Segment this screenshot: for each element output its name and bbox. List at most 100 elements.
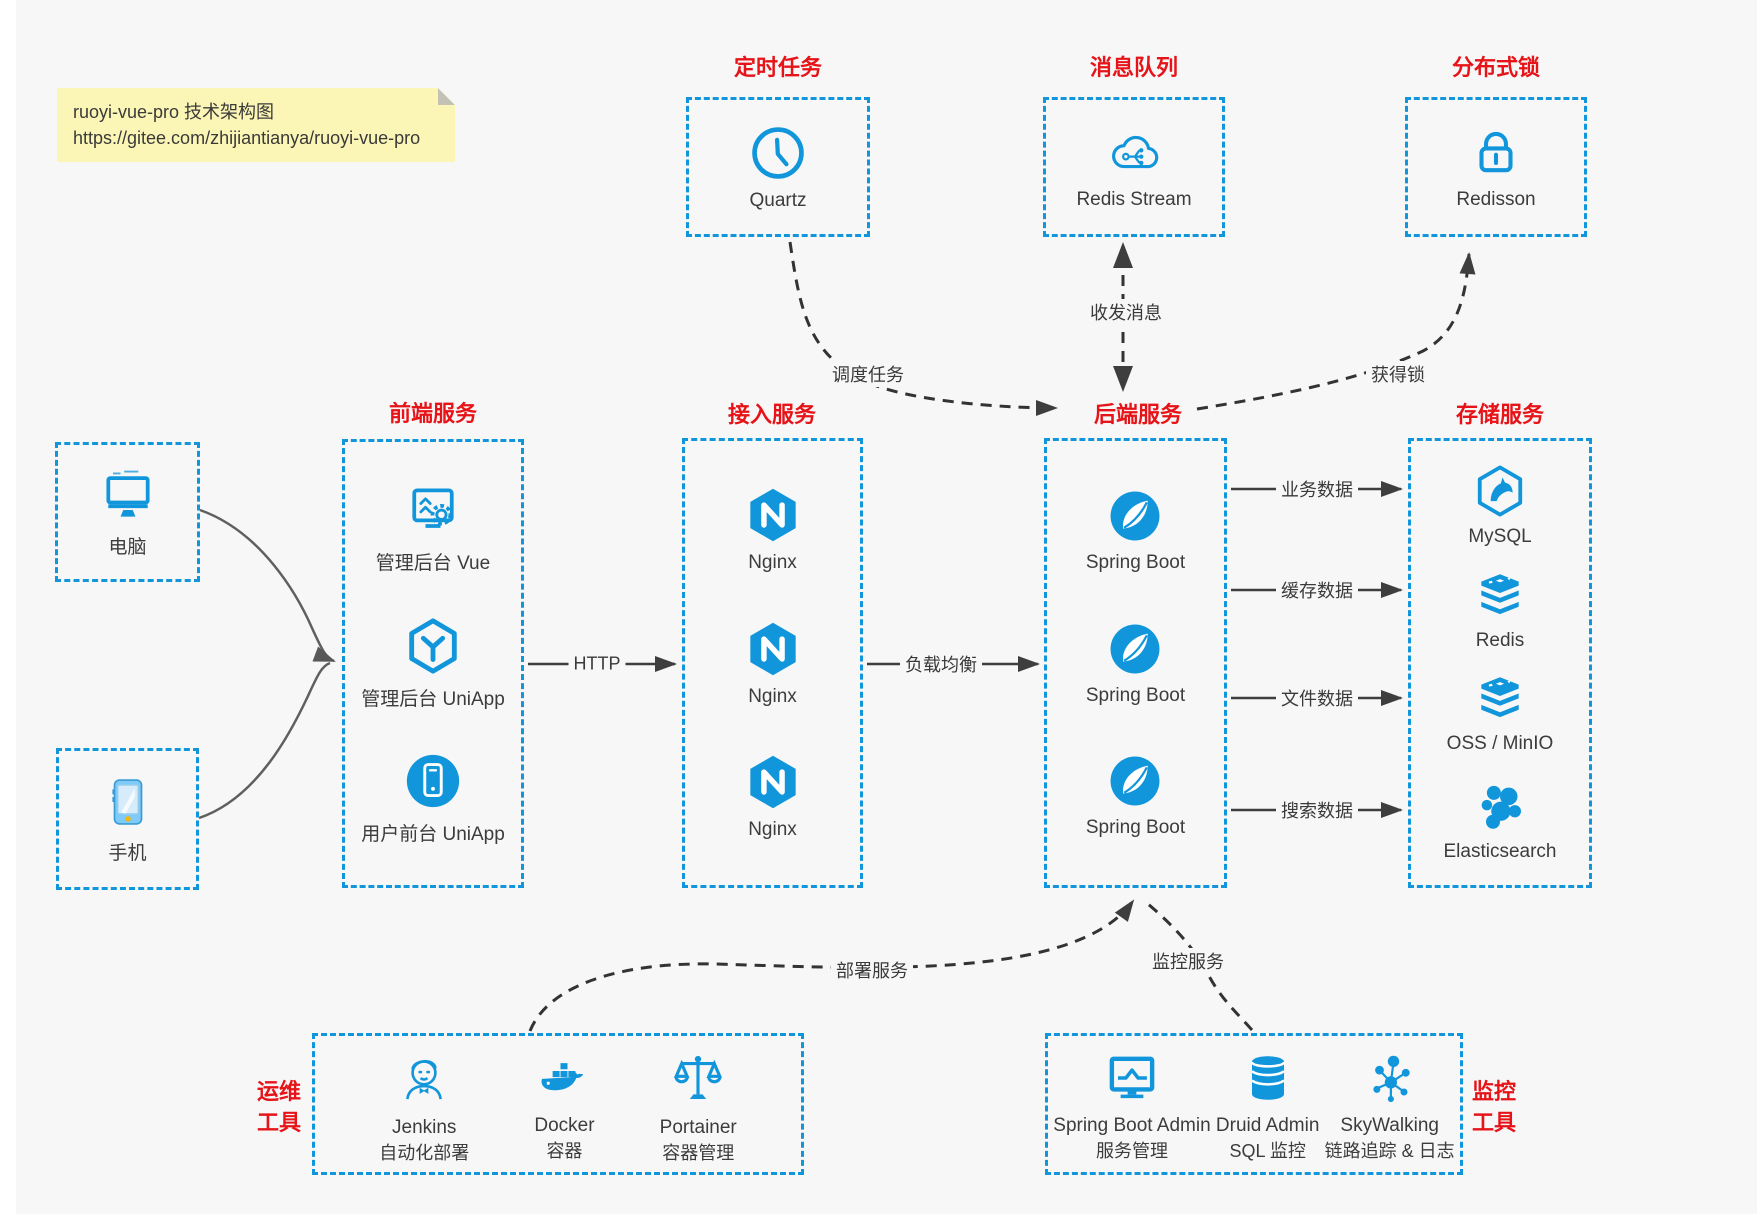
title-distributed-lock: 分布式锁 [1451, 55, 1541, 80]
spring-boot-label: Spring Boot [1085, 817, 1186, 839]
redis-label: Redis [1475, 629, 1525, 651]
title-scheduled-task: 定时任务 [733, 55, 823, 80]
computer-box: 电脑 [55, 442, 200, 582]
portainer-desc: 容器管理 [662, 1143, 735, 1163]
elasticsearch-label: Elasticsearch [1443, 840, 1557, 862]
spring-boot-icon [1111, 624, 1160, 673]
title-message-queue: 消息队列 [1089, 55, 1179, 80]
edge-label-file-data: 文件数据 [1276, 685, 1358, 711]
note-url: https://gitee.com/zhijiantianya/ruoyi-vu… [73, 128, 421, 148]
skywalking-name: SkyWalking [1340, 1115, 1439, 1136]
portainer-scales-icon [674, 1055, 723, 1099]
edge-phone-to-frontend [198, 661, 331, 820]
storage-service-box: MySQL Redis [1408, 438, 1592, 888]
computer-icon [105, 470, 150, 517]
spring-boot-icon [1111, 491, 1160, 541]
oss-minio-label: OSS / MinIO [1446, 733, 1554, 755]
nginx-label: Nginx [748, 818, 797, 840]
quartz-label: Quartz [749, 189, 807, 211]
redisson-label: Redisson [1456, 188, 1536, 210]
spring-boot-node-1: Spring Boot [1086, 487, 1185, 574]
druid-admin-desc: SQL 监控 [1229, 1141, 1306, 1161]
edge-msg-arrowhead-up [1113, 242, 1133, 268]
cloud-stream-icon [1112, 135, 1159, 168]
docker-whale-icon [541, 1063, 584, 1091]
title-backend-service: 后端服务 [1093, 402, 1183, 427]
database-icon [1250, 1056, 1285, 1100]
edge-label-send-receive-message: 收发消息 [1085, 299, 1167, 325]
edge-label-schedule-task: 调度任务 [827, 361, 909, 387]
jenkins-node: Jenkins 自动化部署 [379, 1050, 469, 1166]
message-queue-box: Redis Stream [1043, 97, 1225, 237]
mobile-app-icon [406, 754, 460, 807]
edge-schedule-task [788, 241, 1058, 416]
admin-uniapp-node: 管理后台 UniApp [361, 615, 505, 711]
scheduled-task-box: Quartz [686, 97, 870, 237]
redisson-node: Redisson [1456, 124, 1536, 211]
jenkins-icon [406, 1060, 443, 1100]
spring-boot-admin-name: Spring Boot Admin [1053, 1115, 1211, 1136]
edge-msg-arrowhead-down [1113, 366, 1133, 392]
edge-label-cache-data: 缓存数据 [1276, 577, 1358, 603]
redis-stream-label: Redis Stream [1076, 188, 1192, 210]
mysql-node: MySQL [1468, 463, 1532, 548]
spring-boot-label: Spring Boot [1085, 551, 1186, 573]
edge-label-load-balance: 负载均衡 [900, 651, 982, 677]
mysql-icon [1477, 465, 1523, 517]
edge-monitor-service [1147, 902, 1254, 1031]
admin-dashboard-icon [412, 488, 454, 529]
portainer-name: Portainer [659, 1117, 737, 1138]
skywalking-node: SkyWalking 链路追踪 & 日志 [1325, 1050, 1455, 1164]
spring-boot-node-2: Spring Boot [1086, 620, 1185, 707]
title-access-service: 接入服务 [727, 402, 817, 427]
distributed-lock-box: Redisson [1405, 97, 1587, 237]
admin-uniapp-label: 管理后台 UniApp [361, 688, 505, 710]
monitor-chart-icon [1109, 1056, 1155, 1099]
elasticsearch-icon [1481, 785, 1521, 829]
elasticsearch-node: Elasticsearch [1444, 778, 1557, 863]
nginx-label: Nginx [748, 685, 797, 707]
phone-box: 手机 [56, 748, 199, 890]
nginx-node-2: Nginx [744, 619, 802, 708]
edge-computer-to-frontend [199, 508, 336, 663]
user-uniapp-label: 用户前台 UniApp [361, 823, 505, 845]
nginx-node-1: Nginx [744, 485, 802, 574]
computer-label: 电脑 [108, 537, 147, 558]
edge-label-acquire-lock: 获得锁 [1366, 361, 1430, 387]
title-monitoring-tools: 监控 工具 [1471, 1079, 1516, 1135]
edge-label-http: HTTP [568, 653, 626, 675]
druid-admin-node: Druid Admin SQL 监控 [1216, 1050, 1319, 1164]
oss-minio-node: OSS / MinIO [1446, 674, 1554, 755]
nginx-icon [749, 755, 796, 809]
title-frontend-service: 前端服务 [388, 401, 478, 426]
backend-service-box: Spring Boot Spring Boot Spring Boot [1044, 438, 1227, 888]
edge-label-search-data: 搜索数据 [1276, 797, 1358, 823]
sticky-note: ruoyi-vue-pro 技术架构图 https://gitee.com/zh… [57, 88, 455, 162]
access-service-box: Nginx Nginx Nginx [682, 438, 863, 888]
edge-label-deploy-service: 部署服务 [831, 957, 913, 983]
network-nodes-icon [1373, 1055, 1410, 1103]
spring-boot-admin-node: Spring Boot Admin 服务管理 [1053, 1050, 1211, 1164]
edge-label-business-data: 业务数据 [1276, 476, 1358, 502]
title-storage-service: 存储服务 [1455, 402, 1545, 427]
redis-stack-icon [1481, 574, 1519, 614]
computer-node: 电脑 [96, 465, 160, 559]
phone-node: 手机 [101, 773, 155, 865]
spring-boot-icon [1111, 756, 1160, 806]
ops-tools-box: Jenkins 自动化部署 Docker 容器 [312, 1033, 804, 1175]
portainer-node: Portainer 容器管理 [660, 1050, 737, 1166]
redis-stream-node: Redis Stream [1076, 124, 1192, 211]
title-ops-tools: 运维 工具 [256, 1079, 301, 1135]
frontend-service-box: 管理后台 Vue 管理后台 UniApp 用户前台 UniApp [342, 439, 524, 888]
monitoring-tools-box: Spring Boot Admin 服务管理 Druid Admin SQL 监… [1045, 1033, 1463, 1175]
edge-deploy-service [528, 899, 1135, 1032]
nginx-icon [749, 488, 796, 542]
oss-stack-icon [1481, 677, 1519, 718]
docker-node: Docker 容器 [533, 1050, 595, 1164]
jenkins-desc: 自动化部署 [379, 1143, 470, 1163]
nginx-label: Nginx [748, 552, 797, 574]
edge-label-monitor-service: 监控服务 [1147, 948, 1229, 974]
skywalking-desc: 链路追踪 & 日志 [1324, 1141, 1455, 1161]
nginx-icon [749, 622, 796, 675]
